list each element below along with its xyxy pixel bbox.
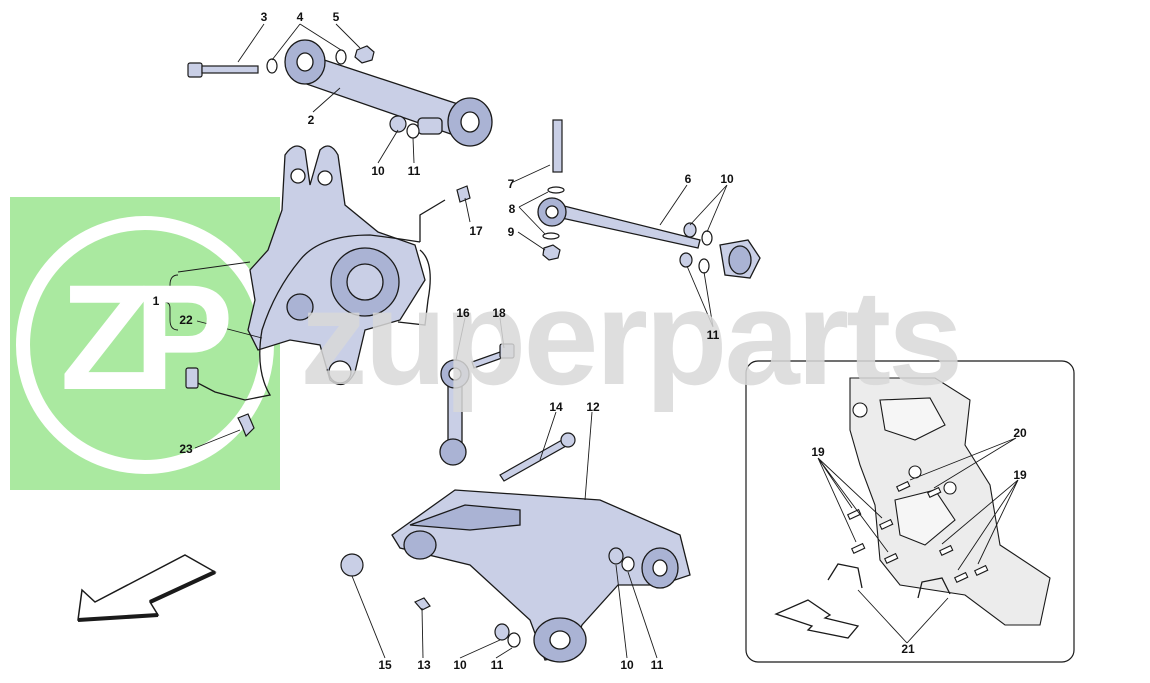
callout-23: 23 xyxy=(179,442,193,456)
washer-11a xyxy=(406,123,420,139)
callout-19-left: 19 xyxy=(811,445,825,459)
callout-11-toe: 11 xyxy=(706,328,720,342)
sensor-clip-23 xyxy=(237,413,255,438)
inset-brackets-21 xyxy=(827,563,951,599)
watermark-brand-text: zuperparts xyxy=(300,262,963,413)
callout-8: 8 xyxy=(508,202,516,216)
callout-11-lower-left: 11 xyxy=(490,658,504,672)
watermark-logo-letters: ZP xyxy=(60,253,234,421)
inset-subframe xyxy=(849,377,1051,626)
callout-21: 21 xyxy=(901,642,915,656)
washer-8a xyxy=(547,186,565,194)
direction-arrow xyxy=(77,554,217,621)
abs-sensor-wire xyxy=(191,199,446,401)
callout-6: 6 xyxy=(684,172,692,186)
clip-17 xyxy=(456,185,471,203)
callout-1: 1 xyxy=(152,294,160,308)
bushing-10d xyxy=(494,623,510,641)
nut-5 xyxy=(354,45,375,64)
callout-16: 16 xyxy=(456,306,470,320)
washer-4b xyxy=(335,49,347,65)
bolt-14 xyxy=(499,439,567,482)
callout-10-lower-left: 10 xyxy=(453,658,467,672)
hub-carrier xyxy=(247,145,426,386)
washer-11b xyxy=(701,230,713,246)
callout-9: 9 xyxy=(507,225,515,239)
callout-11-upper: 11 xyxy=(407,164,421,178)
callout-18: 18 xyxy=(492,306,506,320)
callout-10-toe: 10 xyxy=(720,172,734,186)
nut-9 xyxy=(542,244,561,261)
bushing-15 xyxy=(340,553,364,577)
toe-link-bushing xyxy=(719,239,761,279)
callout-22: 22 xyxy=(179,313,193,327)
washer-4a xyxy=(266,58,278,74)
bolt-7 xyxy=(552,119,563,173)
callout-10-lower-right: 10 xyxy=(620,658,634,672)
bolt-3 xyxy=(187,62,259,78)
toe-link xyxy=(537,197,701,249)
callout-11-lower-right: 11 xyxy=(650,658,664,672)
callout-4: 4 xyxy=(296,10,304,24)
callout-20: 20 xyxy=(1013,426,1027,440)
callout-3: 3 xyxy=(260,10,268,24)
callout-2: 2 xyxy=(307,113,315,127)
screw-13 xyxy=(414,597,431,611)
bushing-10b xyxy=(683,222,697,238)
direction-arrow-shadow xyxy=(77,570,216,622)
brace-1 xyxy=(163,274,179,331)
callout-5: 5 xyxy=(332,10,340,24)
callout-10-upper: 10 xyxy=(371,164,385,178)
bushing-10c xyxy=(679,252,693,268)
inset-direction-arrow xyxy=(774,599,860,639)
washer-8b xyxy=(542,232,560,240)
callout-13: 13 xyxy=(417,658,431,672)
bushing-10e xyxy=(608,547,624,565)
abs-sensor xyxy=(185,367,199,389)
watermark-logo xyxy=(10,197,280,490)
callout-14: 14 xyxy=(549,400,563,414)
anti-roll-bar-link xyxy=(439,359,470,466)
bushing-10a xyxy=(389,115,407,133)
bolt-14-head xyxy=(560,432,576,448)
callout-7: 7 xyxy=(507,177,515,191)
leader-lines xyxy=(177,23,1019,659)
washer-11d xyxy=(507,632,521,648)
callout-17: 17 xyxy=(469,224,483,238)
callout-12: 12 xyxy=(586,400,600,414)
callout-15: 15 xyxy=(378,658,392,672)
upper-control-arm xyxy=(284,39,493,147)
inset-bolts-19 xyxy=(846,480,989,583)
washer-11e xyxy=(621,556,635,572)
callout-19-right: 19 xyxy=(1013,468,1027,482)
lower-control-arm xyxy=(391,489,691,663)
